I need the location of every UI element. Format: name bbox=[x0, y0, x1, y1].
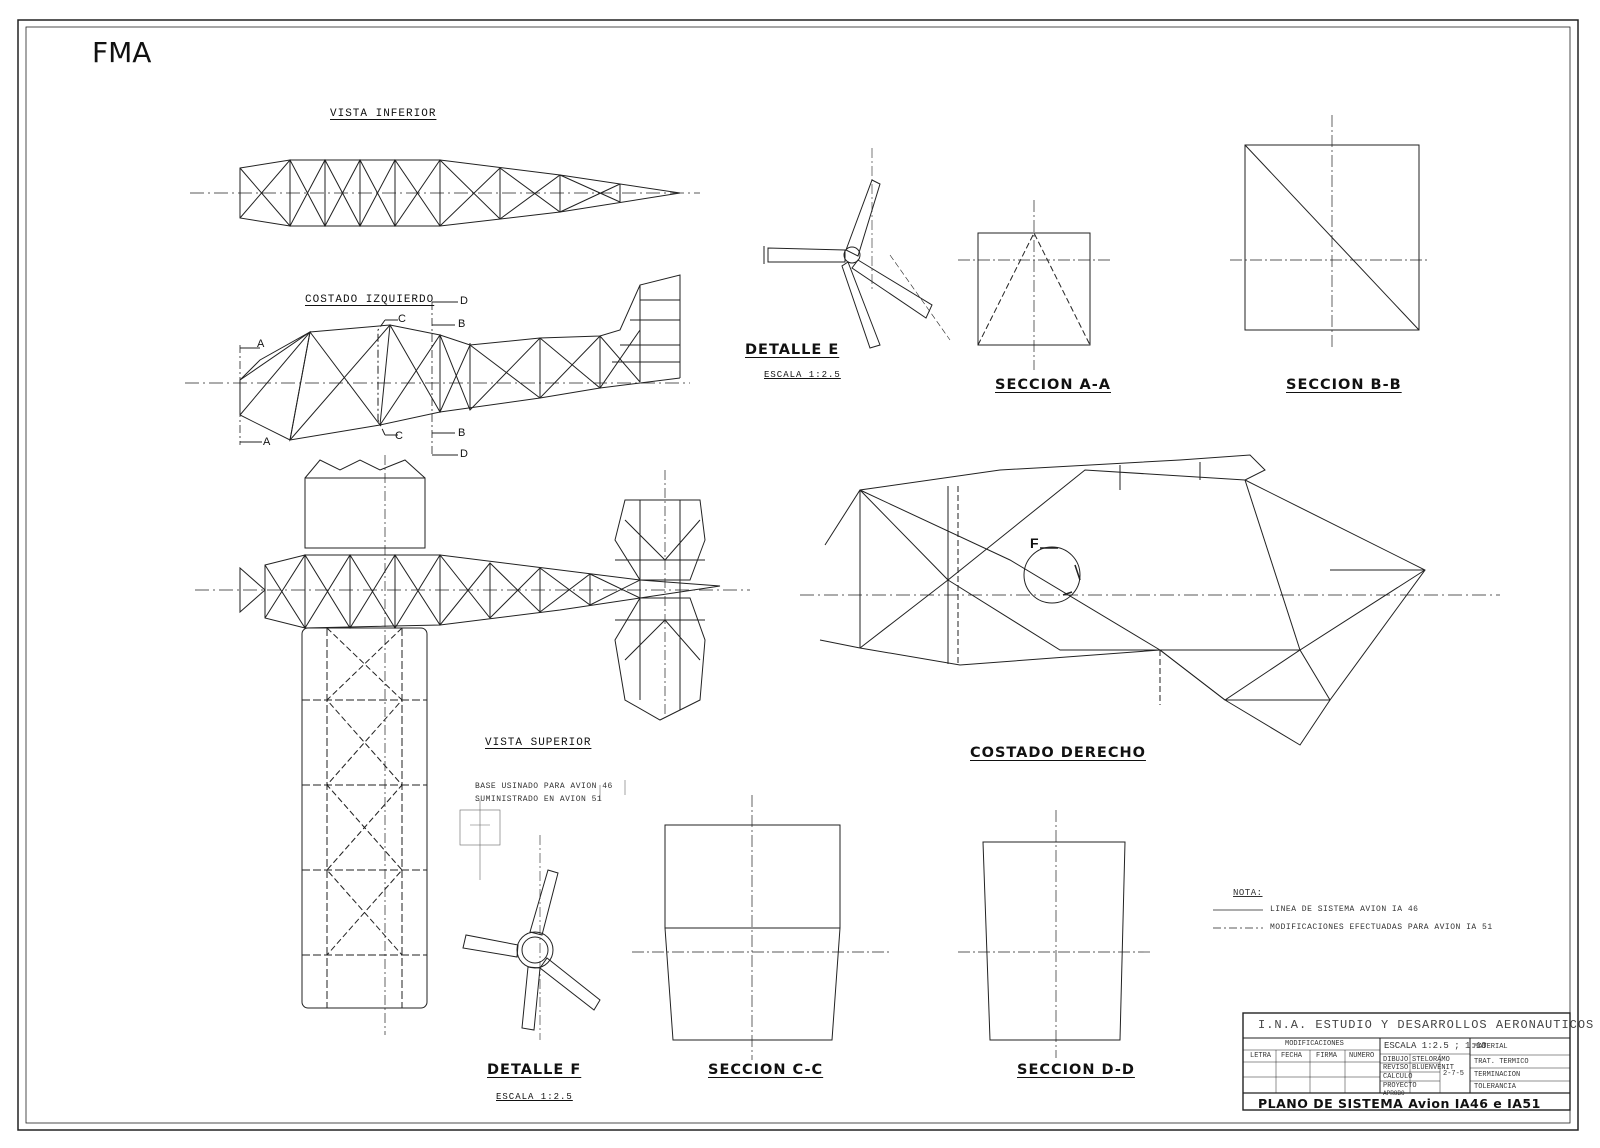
title-block-sheet: 2-7-5 bbox=[1443, 1070, 1465, 1078]
detalle-e-label: DETALLE E bbox=[745, 342, 840, 358]
corner-label: FMA bbox=[92, 36, 152, 69]
nota-item-2: MODIFICACIONES EFECTUADAS PARA AVION IA … bbox=[1270, 923, 1493, 932]
title-block-tolerancia: TOLERANCIA bbox=[1474, 1083, 1517, 1091]
title-block-scale: ESCALA 1:2.5 ; 1:10 bbox=[1384, 1041, 1487, 1051]
seccion-a-a-label: SECCION A-A bbox=[995, 377, 1111, 393]
title-block-header: I.N.A. ESTUDIO Y DESARROLLOS AERONAUTICO… bbox=[1258, 1018, 1595, 1032]
vista-inferior-drawing bbox=[190, 158, 700, 228]
costado-izquierdo-drawing bbox=[185, 274, 690, 456]
title-block-material: MATERIAL bbox=[1474, 1043, 1508, 1051]
nota-title: NOTA: bbox=[1233, 888, 1263, 898]
outer-border bbox=[17, 19, 1579, 1131]
title-block-row-proyecto: PROYECTO bbox=[1383, 1082, 1417, 1090]
detalle-f-drawing bbox=[462, 835, 601, 1040]
costado-izquierdo-label: COSTADO IZQUIERDO bbox=[305, 294, 435, 306]
title-block-col-3: FIRMA bbox=[1316, 1052, 1338, 1060]
seccion-c-c-drawing bbox=[632, 795, 890, 1060]
costado-derecho-label: COSTADO DERECHO bbox=[970, 745, 1146, 761]
detalle-f-label: DETALLE F bbox=[487, 1062, 582, 1078]
base-sketch-drawing bbox=[459, 780, 626, 880]
costado-derecho-drawing bbox=[800, 454, 1500, 746]
seccion-c-c-label: SECCION C-C bbox=[708, 1062, 824, 1078]
cut-letter-b-top: B bbox=[458, 318, 466, 330]
cut-letter-b-bottom: B bbox=[458, 427, 466, 439]
seccion-b-b-label: SECCION B-B bbox=[1286, 377, 1402, 393]
title-block-row-dibujo: DIBUJO bbox=[1383, 1056, 1409, 1064]
seccion-a-a-drawing bbox=[958, 200, 1110, 370]
seccion-b-b-drawing bbox=[1230, 115, 1430, 350]
title-block-reviewer: BLUENVENIT bbox=[1412, 1064, 1455, 1072]
detalle-f-scale: ESCALA 1:2.5 bbox=[496, 1092, 573, 1102]
title-block-frame bbox=[1242, 1012, 1571, 1111]
title-block-terminacion: TERMINACION bbox=[1474, 1071, 1521, 1079]
cut-letter-f: F bbox=[1030, 535, 1039, 551]
vista-superior-drawing bbox=[195, 455, 750, 1035]
cut-letter-c-bottom: C bbox=[395, 430, 403, 442]
title-block-draftsman: STELORAMO bbox=[1412, 1056, 1450, 1064]
vista-inferior-label: VISTA INFERIOR bbox=[330, 108, 437, 120]
inner-border bbox=[25, 26, 1571, 1124]
title-block-col-1: LETRA bbox=[1250, 1052, 1272, 1060]
cut-letter-a-top: A bbox=[257, 338, 265, 350]
title-block-trat-termico: TRAT. TERMICO bbox=[1474, 1058, 1529, 1066]
vista-superior-label: VISTA SUPERIOR bbox=[485, 737, 592, 749]
title-block-col-4: NUMERO bbox=[1349, 1052, 1375, 1060]
plan-title: PLANO DE SISTEMA Avion IA46 e IA51 bbox=[1258, 1096, 1541, 1111]
side-note-line2: SUMINISTRADO EN AVION 51 bbox=[475, 795, 603, 804]
title-block-row-reviso: REVISO bbox=[1383, 1064, 1409, 1072]
seccion-d-d-label: SECCION D-D bbox=[1017, 1062, 1135, 1078]
seccion-d-d-drawing bbox=[958, 810, 1150, 1058]
nota-item-1: LINEA DE SISTEMA AVION IA 46 bbox=[1270, 905, 1419, 914]
title-block-col-2: FECHA bbox=[1281, 1052, 1303, 1060]
title-block-row-aprobo: APROBO bbox=[1383, 1090, 1405, 1097]
detalle-e-drawing bbox=[763, 148, 951, 349]
cut-letter-a-bottom: A bbox=[263, 436, 271, 448]
detalle-e-scale: ESCALA 1:2.5 bbox=[764, 370, 841, 380]
title-block-row-calculo: CALCULO bbox=[1383, 1073, 1413, 1081]
cut-letter-d-top: D bbox=[460, 295, 468, 307]
side-note-line1: BASE USINADO PARA AVION 46 bbox=[475, 782, 613, 791]
cut-letter-d-bottom: D bbox=[460, 448, 468, 460]
title-block-modifications: MODIFICACIONES bbox=[1285, 1040, 1344, 1048]
cut-letter-c-top: C bbox=[398, 313, 406, 325]
